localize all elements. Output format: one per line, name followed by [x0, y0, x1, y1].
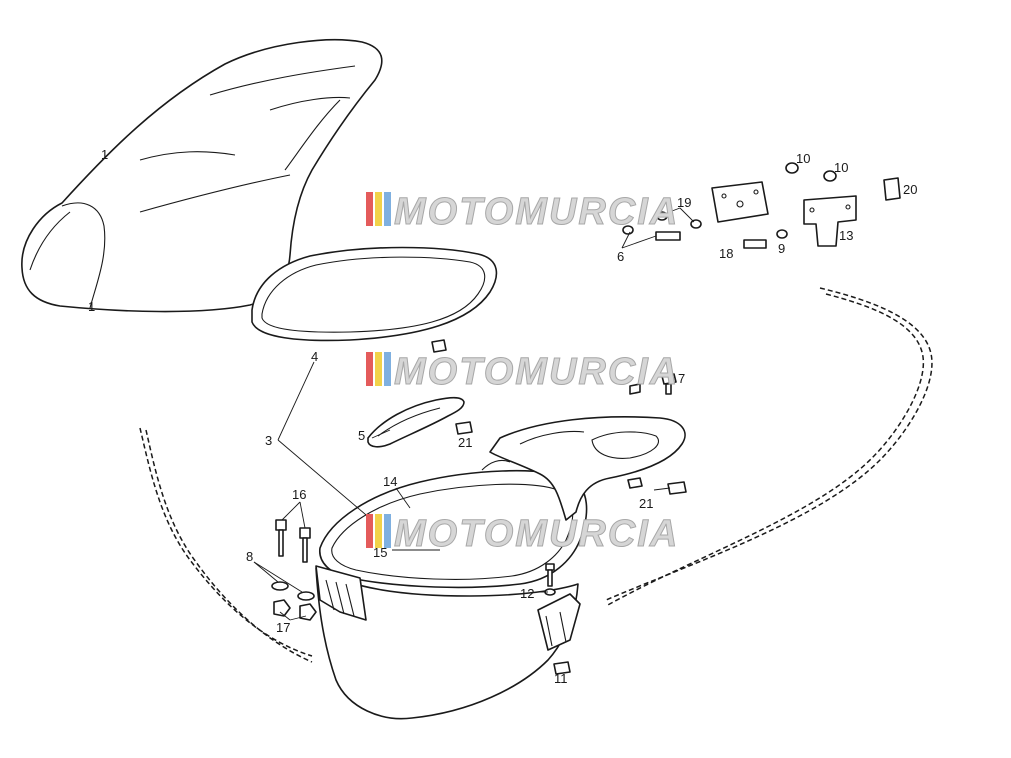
callout-10: 10 — [834, 160, 848, 175]
watermark-top: MOTOMURCIA — [366, 191, 679, 234]
callout-10: 10 — [796, 151, 810, 166]
callout-21: 21 — [639, 496, 653, 511]
callout-9: 9 — [778, 241, 785, 256]
watermark-text: MOTOMURCIA — [394, 513, 679, 555]
hardware-parts — [271, 162, 901, 675]
callout-20: 20 — [903, 182, 917, 197]
callout-3: 3 — [265, 433, 272, 448]
callout-1: 1 — [88, 299, 95, 314]
gasket — [251, 246, 498, 342]
small-cover — [367, 396, 465, 448]
watermark-text: MOTOMURCIA — [394, 191, 679, 233]
callout-15: 15 — [373, 545, 387, 560]
callout-8: 8 — [246, 549, 253, 564]
helmet-compartment — [315, 416, 686, 720]
callout-labels: 1 1 3 4 5 6 7 8 9 10 10 11 12 13 14 15 1… — [88, 147, 917, 686]
callout-7: 7 — [678, 371, 685, 386]
leader-lines — [253, 207, 695, 621]
callout-21: 21 — [458, 435, 472, 450]
callout-11: 11 — [554, 671, 568, 686]
callout-13: 13 — [839, 228, 853, 243]
watermark-text: MOTOMURCIA — [394, 351, 679, 393]
cables — [139, 287, 933, 663]
callout-1: 1 — [101, 147, 108, 162]
callout-17: 17 — [276, 620, 290, 635]
callout-5: 5 — [358, 428, 365, 443]
callout-16: 16 — [292, 487, 306, 502]
callout-6: 6 — [617, 249, 624, 264]
watermark: MOTOMURCIA MOTOMURCIA MOTOMURCIA — [366, 191, 679, 556]
callout-14: 14 — [383, 474, 397, 489]
watermark-bottom: MOTOMURCIA — [366, 513, 679, 556]
callout-19: 19 — [677, 195, 691, 210]
watermark-middle: MOTOMURCIA — [366, 351, 679, 394]
callout-12: 12 — [520, 586, 534, 601]
callout-18: 18 — [719, 246, 733, 261]
seat — [21, 39, 383, 313]
callout-4: 4 — [311, 349, 318, 364]
